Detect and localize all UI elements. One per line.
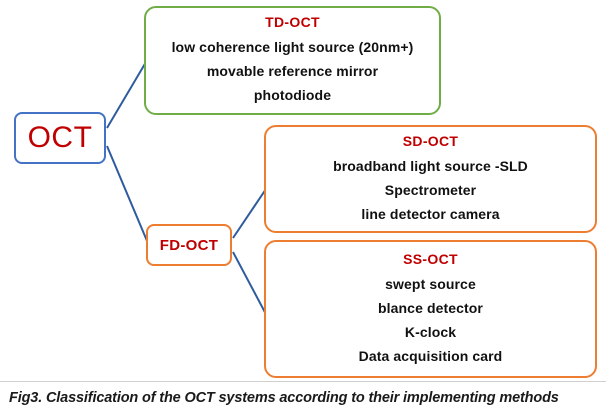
diagram-canvas: OCT TD-OCT low coherence light source (2… — [14, 6, 597, 378]
node-ss-oct-title: SS-OCT — [403, 250, 458, 267]
node-fd-oct-label: FD-OCT — [159, 236, 219, 254]
node-td-oct-title: TD-OCT — [265, 14, 320, 30]
list-item: blance detector — [378, 299, 483, 316]
node-sd-oct-items: broadband light source -SLD Spectrometer… — [276, 154, 585, 226]
list-item: photodiode — [253, 87, 332, 103]
node-sd-oct[interactable]: SD-OCT broadband light source -SLD Spect… — [264, 125, 597, 233]
list-item: swept source — [385, 275, 476, 292]
node-oct-label: OCT — [27, 121, 93, 154]
list-item: line detector camera — [361, 205, 500, 222]
list-item: Data acquisition card — [358, 347, 503, 364]
node-oct[interactable]: OCT — [14, 112, 106, 164]
list-item: Spectrometer — [384, 181, 477, 198]
list-item: low coherence light source (20nm+) — [171, 39, 414, 55]
node-ss-oct[interactable]: SS-OCT swept source blance detector K-cl… — [264, 240, 597, 378]
list-item: K-clock — [404, 323, 457, 340]
connector-fd-to-ss — [232, 251, 269, 319]
node-td-oct[interactable]: TD-OCT low coherence light source (20nm+… — [144, 6, 441, 115]
connector-oct-to-fd — [106, 145, 151, 249]
caption-divider — [0, 381, 606, 382]
node-sd-oct-title: SD-OCT — [402, 132, 459, 149]
list-item: movable reference mirror — [206, 63, 379, 79]
node-ss-oct-items: swept source blance detector K-clock Dat… — [276, 272, 585, 368]
figure-caption: Fig3. Classification of the OCT systems … — [9, 390, 559, 406]
connector-oct-to-td — [106, 61, 147, 129]
connector-fd-to-sd — [232, 185, 269, 239]
node-td-oct-items: low coherence light source (20nm+) movab… — [156, 35, 429, 107]
node-fd-oct[interactable]: FD-OCT — [146, 224, 232, 266]
list-item: broadband light source -SLD — [333, 157, 528, 174]
